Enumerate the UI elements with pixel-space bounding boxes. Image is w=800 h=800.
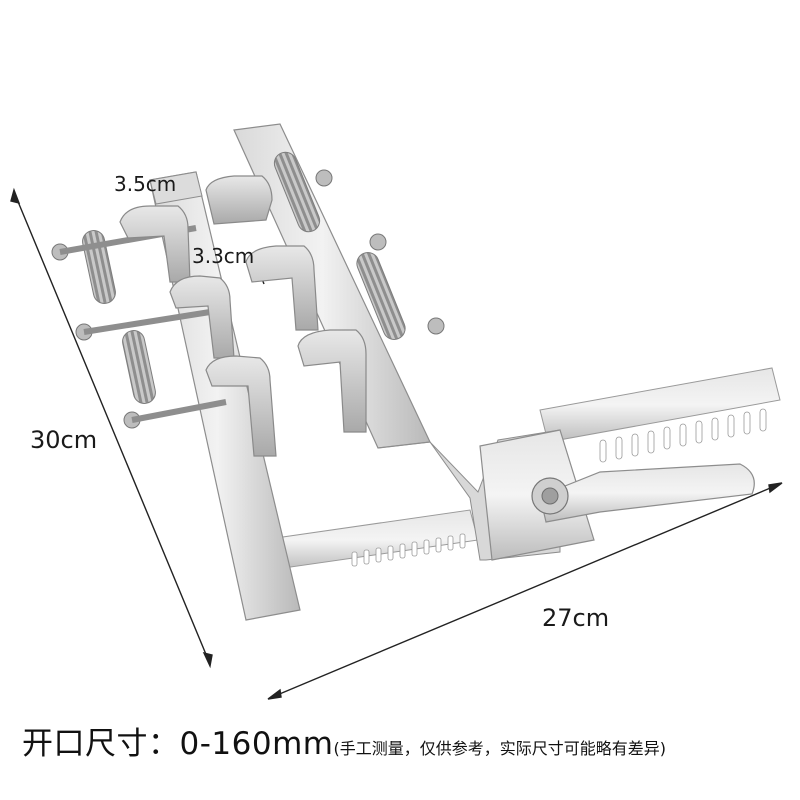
blade-height-label: 3.5cm — [114, 172, 177, 196]
left-rack-bar — [261, 509, 479, 571]
right-arm — [233, 123, 755, 561]
blade-gap-label: 3.3cm — [192, 244, 255, 268]
right-rack-bar — [539, 367, 781, 463]
blade-set — [119, 175, 367, 457]
height-label: 30cm — [30, 426, 98, 454]
opening-size-caption: 开口尺寸：0-160mm(手工测量，仅供参考，实际尺寸可能略有差异) — [22, 718, 666, 763]
measurement-note: (手工测量，仅供参考，实际尺寸可能略有差异) — [333, 739, 666, 758]
opening-size-text: 开口尺寸：0-160mm — [22, 726, 334, 762]
width-label: 27cm — [542, 604, 610, 632]
